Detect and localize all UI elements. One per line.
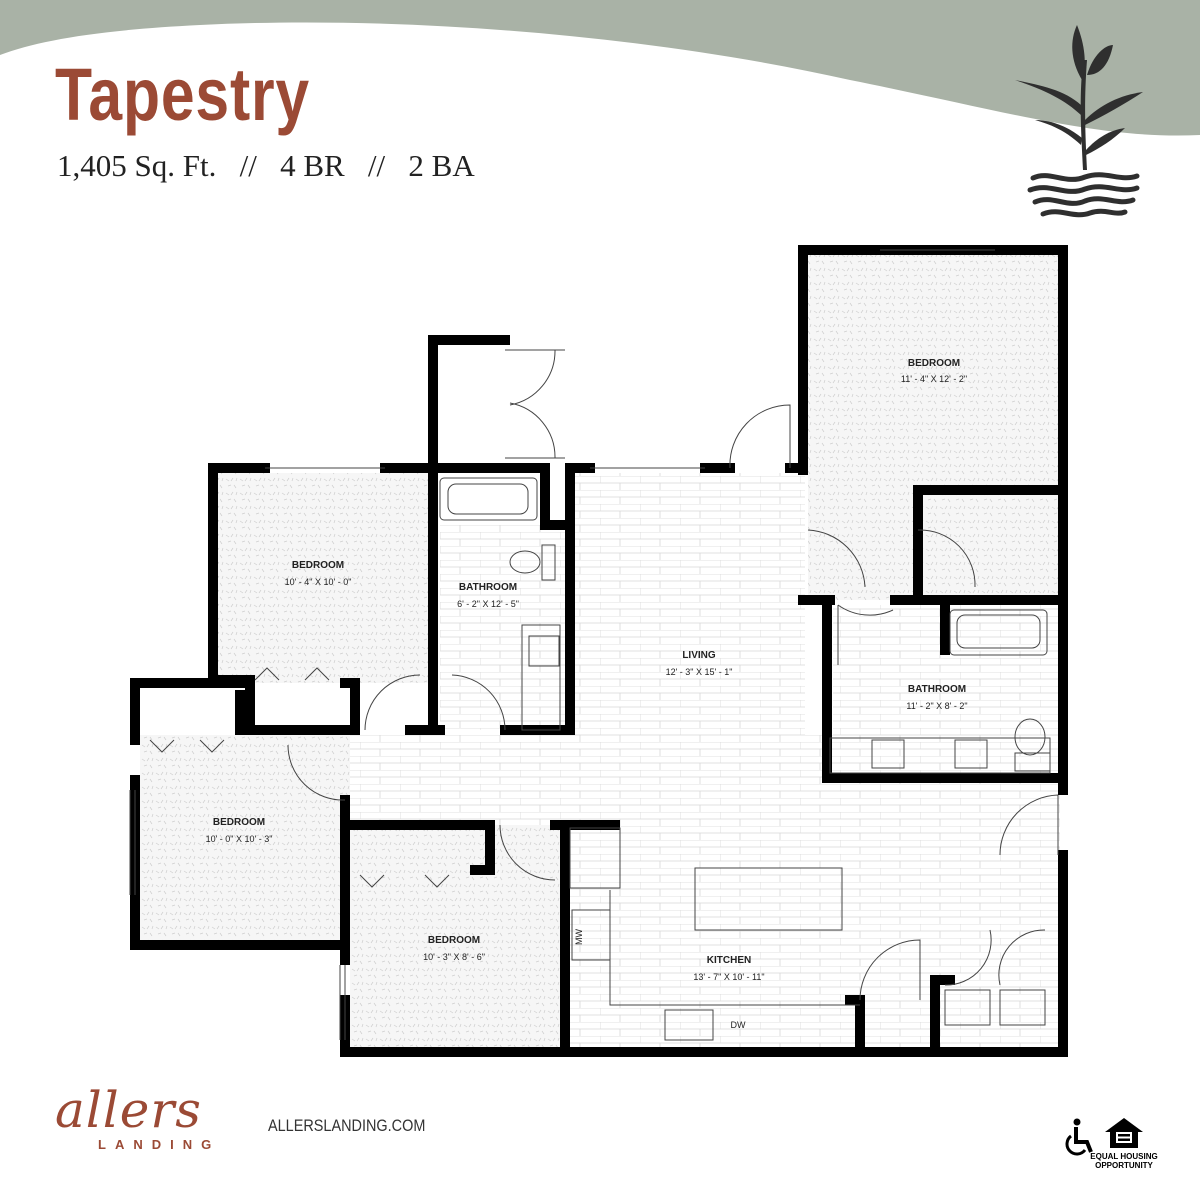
fixtures [129,249,1059,1041]
room-bedroom-2: BEDROOM 10' - 0" X 10' - 3" [206,817,273,844]
dishwasher-label: DW [731,1020,746,1030]
room-dimensions: 10' - 0" X 10' - 3" [206,834,273,844]
floorplan-summary: 1,405 Sq. Ft. // 4 BR // 2 BA [57,148,475,183]
room-dimensions: 11' - 4" X 12' - 2" [901,374,967,384]
room-name: BEDROOM [292,560,344,571]
room-kitchen: KITCHEN 13' - 7" X 10' - 11" [693,955,764,982]
room-dimensions: 10' - 3" X 8' - 6" [423,952,485,962]
logo-sub: LANDING [98,1137,221,1152]
room-master-bedroom: BEDROOM 11' - 4" X 12' - 2" [901,358,967,384]
wheelchair-icon [1065,1118,1093,1156]
room-dimensions: 12' - 3" X 15' - 1" [666,667,733,677]
floor-carpet [140,255,1063,1050]
room-bedroom-1: BEDROOM 10' - 4" X 10' - 0" [285,560,352,587]
room-bedroom-3: BEDROOM 10' - 3" X 8' - 6" [423,935,485,962]
room-dimensions: 13' - 7" X 10' - 11" [693,972,764,982]
microwave-label: MW [574,929,584,945]
room-name: BEDROOM [213,817,265,828]
walls [130,245,1068,1057]
room-living: LIVING 12' - 3" X 15' - 1" [666,650,733,677]
logo-word: allers [55,1081,202,1139]
room-dimensions: 11' - 2" X 8' - 2" [906,701,967,711]
equal-housing-text: EQUAL HOUSING OPPORTUNITY [1090,1152,1158,1170]
room-name: BEDROOM [908,358,960,369]
website-link[interactable]: ALLERSLANDING.COM [268,1116,426,1135]
allers-landing-logo: allers LANDING [55,1085,220,1152]
room-bathroom-2: BATHROOM 11' - 2" X 8' - 2" [906,684,967,711]
room-name: KITCHEN [707,955,751,966]
floor-tile [350,473,1060,1053]
room-name: BATHROOM [459,582,517,593]
floorplan-title: Tapestry [55,53,311,136]
room-dimensions: 6' - 2" X 12' - 5" [457,599,519,609]
room-bathroom-1: BATHROOM 6' - 2" X 12' - 5" [457,582,519,609]
equal-housing-opportunity-icon [1105,1118,1143,1148]
plant-with-water-icon [1015,25,1143,218]
room-name: BATHROOM [908,684,966,695]
room-dimensions: 10' - 4" X 10' - 0" [285,577,352,587]
room-name: BEDROOM [428,935,480,946]
room-name: LIVING [682,650,716,661]
